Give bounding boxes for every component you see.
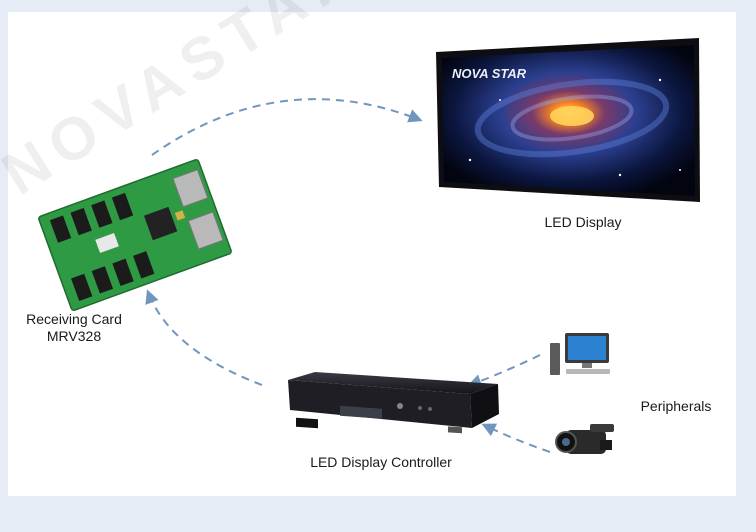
label-receiving-card: Receiving Card MRV328 bbox=[14, 311, 134, 345]
camcorder-image bbox=[555, 424, 614, 454]
screen-brand-logo: NOVA STAR bbox=[452, 66, 527, 81]
computer-image bbox=[550, 333, 610, 375]
arrow-computer-to-controller bbox=[467, 354, 541, 388]
led-controller-image bbox=[288, 372, 499, 434]
label-receiving-card-model: MRV328 bbox=[46, 328, 102, 344]
receiving-card-image bbox=[38, 159, 232, 311]
label-led-display: LED Display bbox=[544, 214, 622, 230]
label-receiving-card-name: Receiving Card bbox=[26, 311, 122, 327]
label-peripherals: Peripherals bbox=[640, 398, 712, 414]
arrow-camera-to-controller bbox=[481, 423, 551, 453]
label-controller: LED Display Controller bbox=[310, 454, 452, 470]
arrow-card-to-display bbox=[151, 98, 423, 156]
led-display-image bbox=[436, 38, 700, 202]
arrow-controller-to-card bbox=[145, 289, 263, 386]
